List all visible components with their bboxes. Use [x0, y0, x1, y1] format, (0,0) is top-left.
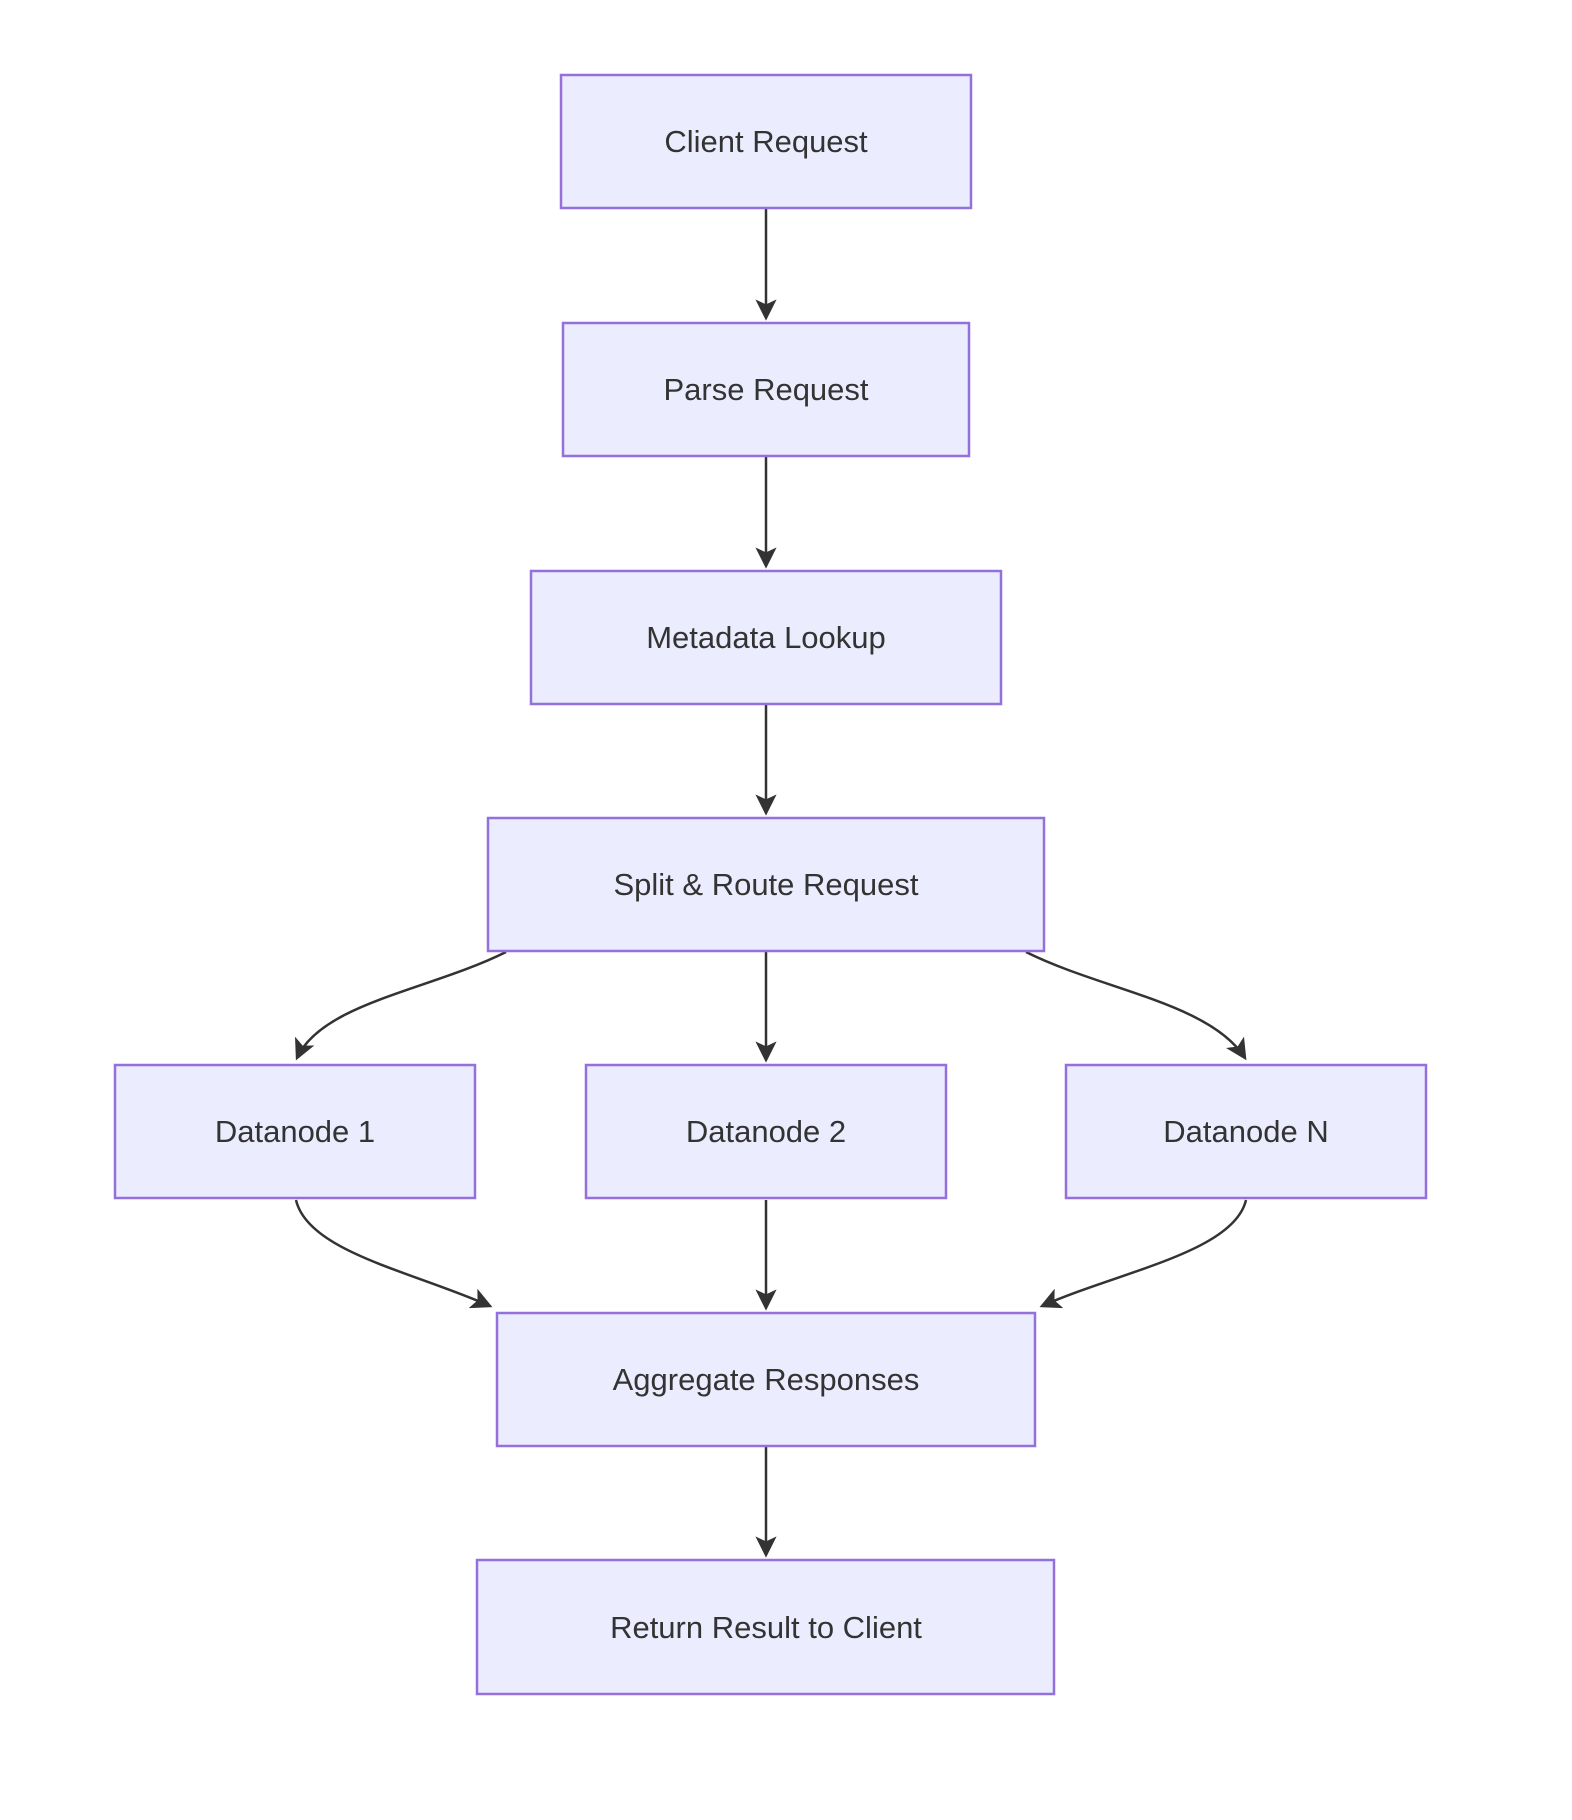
node-aggregate-responses-label: Aggregate Responses [613, 1362, 920, 1397]
node-datanode-2-label: Datanode 2 [686, 1114, 846, 1149]
node-client-request-box [559, 73, 973, 210]
node-return-result-box [475, 1558, 1056, 1696]
edge-datanodeN-to-aggregate [1039, 1199, 1248, 1309]
node-parse-request: Parse Request [561, 321, 971, 458]
node-return-result-label: Return Result to Client [610, 1610, 922, 1645]
node-parse-request-label: Parse Request [663, 372, 868, 407]
node-metadata-lookup-box [529, 569, 1003, 706]
node-client-request: Client Request [559, 73, 973, 210]
node-datanode-2-box [584, 1063, 948, 1200]
edge-split-to-datanode1 [295, 950, 507, 1061]
node-metadata-lookup-label: Metadata Lookup [646, 620, 886, 655]
node-return-result: Return Result to Client [475, 1558, 1056, 1696]
node-parse-request-box [561, 321, 971, 458]
node-datanode-n-box [1064, 1063, 1428, 1200]
node-split-route-request-label: Split & Route Request [613, 867, 918, 902]
node-metadata-lookup: Metadata Lookup [529, 569, 1003, 706]
edges-layer [294, 209, 1248, 1558]
node-aggregate-responses: Aggregate Responses [495, 1311, 1037, 1448]
node-datanode-1-label: Datanode 1 [215, 1114, 375, 1149]
edge-split-to-datanodeN [1025, 950, 1247, 1061]
nodes-layer: Client Request Parse Request Metadata Lo… [113, 73, 1428, 1696]
node-datanode-1: Datanode 1 [113, 1063, 477, 1200]
node-client-request-label: Client Request [664, 124, 868, 159]
node-datanode-1-box [113, 1063, 477, 1200]
node-datanode-n-label: Datanode N [1163, 1114, 1328, 1149]
node-aggregate-responses-box [495, 1311, 1037, 1448]
edge-datanode1-to-aggregate [294, 1199, 493, 1309]
node-split-route-request: Split & Route Request [486, 816, 1046, 953]
node-datanode-2: Datanode 2 [584, 1063, 948, 1200]
node-datanode-n: Datanode N [1064, 1063, 1428, 1200]
node-split-route-request-box [486, 816, 1046, 953]
